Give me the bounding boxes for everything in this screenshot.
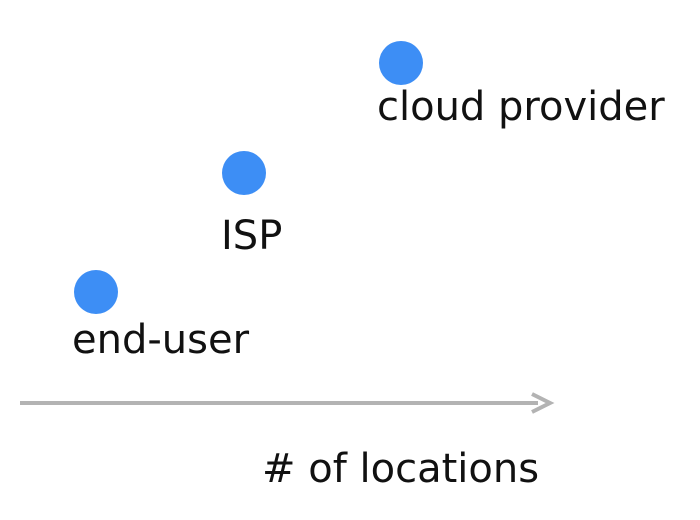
cloud-provider-label: cloud provider: [377, 84, 665, 130]
x-axis-label: # of locations: [262, 446, 540, 492]
isp-label: ISP: [221, 213, 283, 259]
arrowhead-icon: [531, 392, 555, 414]
isp-dot: [222, 151, 266, 195]
end-user-label: end-user: [72, 317, 250, 363]
end-user-dot: [74, 270, 118, 314]
cloud-provider-dot: [379, 41, 423, 85]
